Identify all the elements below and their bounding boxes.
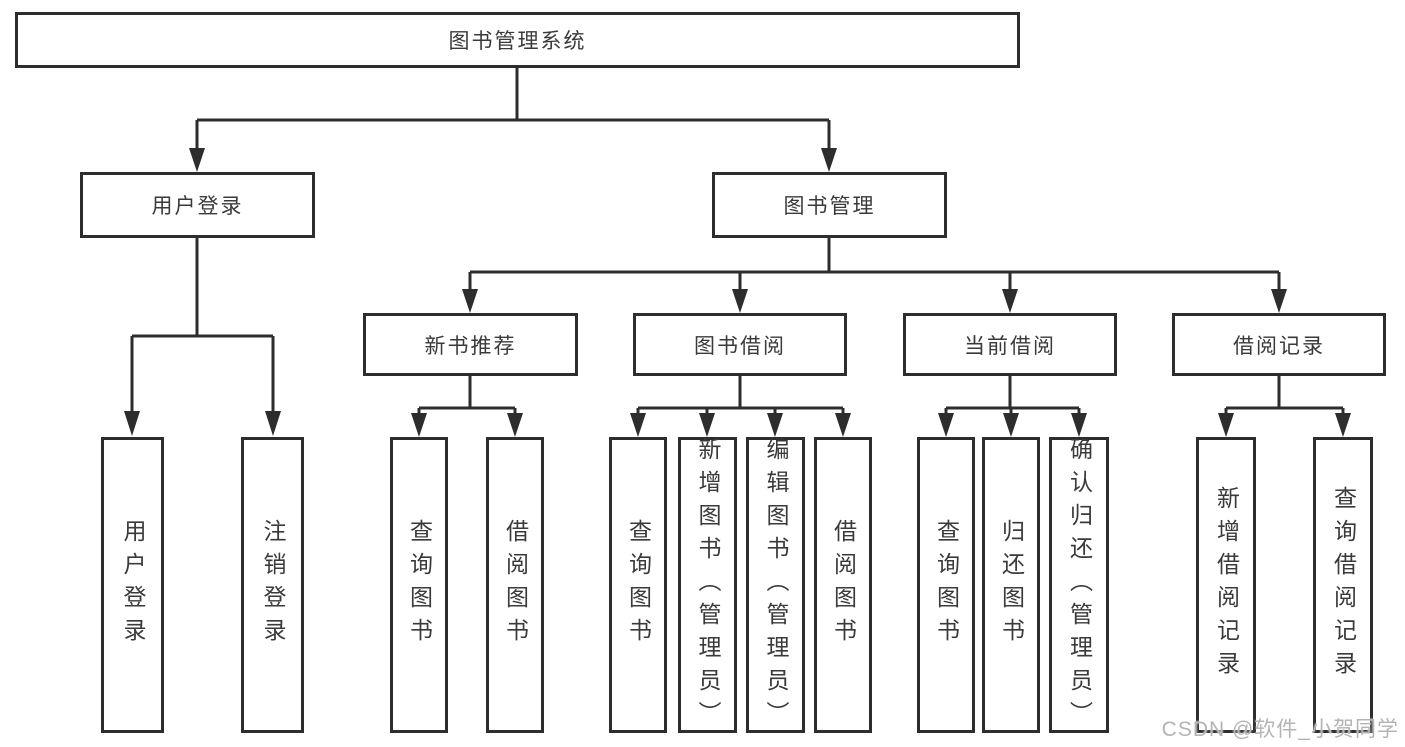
leaf-add-books-admin: 新增图书（管理员） xyxy=(678,436,737,734)
leaf-return-books: 归还图书 xyxy=(982,437,1040,733)
arrowheads xyxy=(124,148,1351,437)
node-library-management-system-label: 图书管理系统 xyxy=(448,30,587,53)
leaf-logout-label: 注销登录 xyxy=(260,519,286,651)
leaf-query-books-current-label: 查询图书 xyxy=(933,519,960,651)
leaf-query-borrow-record-label: 查询借阅记录 xyxy=(1330,486,1357,684)
node-new-book-recommend: 新书推荐 xyxy=(363,313,578,376)
node-user-login-label: 用户登录 xyxy=(151,195,244,218)
node-book-management: 图书管理 xyxy=(712,172,947,238)
node-current-borrowing: 当前借阅 xyxy=(903,313,1117,376)
leaf-confirm-return-admin: 确认归还（管理员） xyxy=(1049,436,1109,734)
leaf-user-login: 用户登录 xyxy=(101,437,164,733)
node-current-borrowing-label: 当前借阅 xyxy=(964,334,1056,358)
leaf-query-books-borrowing-label: 查询图书 xyxy=(625,519,652,651)
node-book-borrowing: 图书借阅 xyxy=(633,313,847,376)
leaf-query-books-recommend: 查询图书 xyxy=(390,437,448,733)
csdn-watermark: CSDN @软件_小贺同学 xyxy=(1161,718,1399,741)
node-borrowing-records-label: 借阅记录 xyxy=(1233,334,1325,358)
leaf-logout: 注销登录 xyxy=(241,437,304,733)
leaf-borrow-books-borrowing-label: 借阅图书 xyxy=(830,519,857,651)
leaf-edit-books-admin: 编辑图书（管理员） xyxy=(746,436,805,734)
leaf-user-login-label: 用户登录 xyxy=(120,519,146,651)
leaf-confirm-return-admin-label: 确认归还（管理员） xyxy=(1066,436,1093,734)
node-library-management-system: 图书管理系统 xyxy=(15,12,1020,68)
leaf-query-books-current: 查询图书 xyxy=(917,437,975,733)
leaf-return-books-label: 归还图书 xyxy=(998,519,1025,651)
leaf-borrow-books-recommend-label: 借阅图书 xyxy=(502,519,529,651)
leaf-query-books-borrowing: 查询图书 xyxy=(609,437,667,733)
leaf-add-borrow-record: 新增借阅记录 xyxy=(1196,437,1256,733)
node-new-book-recommend-label: 新书推荐 xyxy=(424,334,517,358)
leaf-add-borrow-record-label: 新增借阅记录 xyxy=(1213,486,1240,684)
node-user-login: 用户登录 xyxy=(80,172,315,238)
leaf-query-borrow-record: 查询借阅记录 xyxy=(1313,437,1373,733)
leaf-query-books-recommend-label: 查询图书 xyxy=(406,519,433,651)
leaf-borrow-books-recommend: 借阅图书 xyxy=(486,437,544,733)
leaf-edit-books-admin-label: 编辑图书（管理员） xyxy=(763,436,789,734)
leaf-borrow-books-borrowing: 借阅图书 xyxy=(814,437,872,733)
node-book-borrowing-label: 图书借阅 xyxy=(694,334,786,358)
node-borrowing-records: 借阅记录 xyxy=(1172,313,1386,376)
node-book-management-label: 图书管理 xyxy=(783,195,876,218)
leaf-add-books-admin-label: 新增图书（管理员） xyxy=(695,436,721,734)
